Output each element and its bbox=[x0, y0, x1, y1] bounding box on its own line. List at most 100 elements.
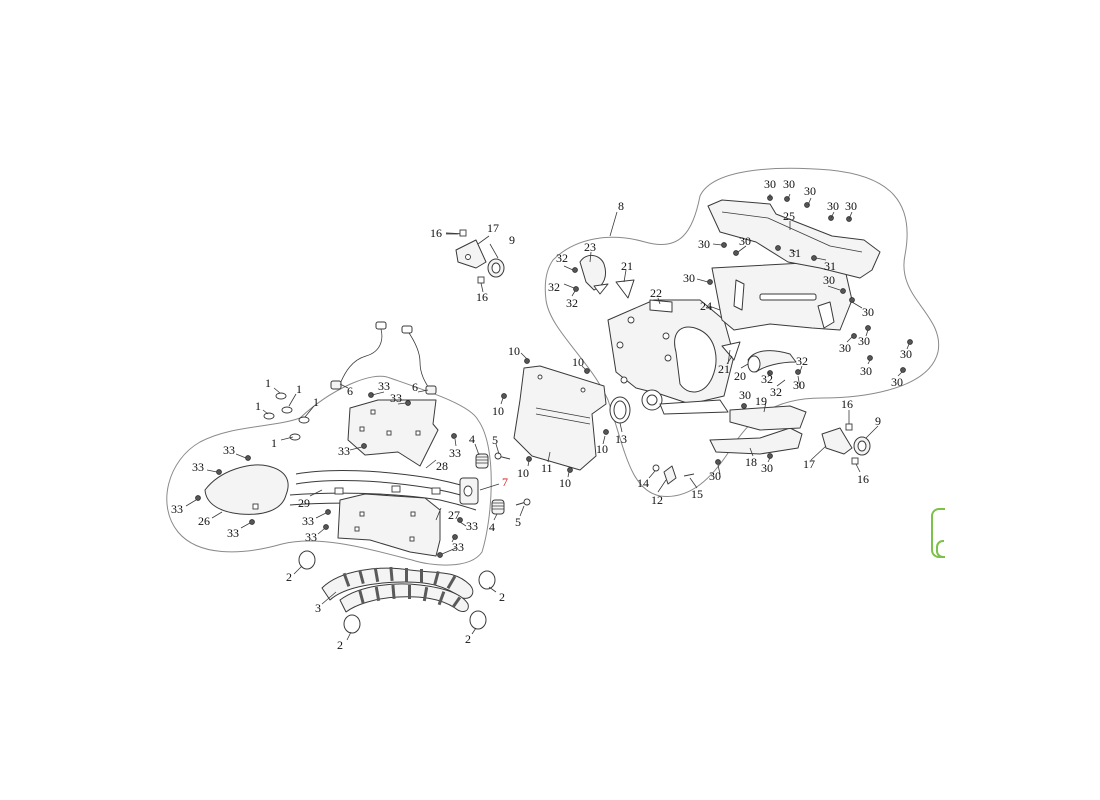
callout-18: 18 bbox=[745, 455, 757, 469]
callout-2d: 2 bbox=[465, 632, 471, 646]
callout-16c: 16 bbox=[841, 397, 853, 411]
callout-29: 29 bbox=[298, 496, 310, 510]
callout-32e: 32 bbox=[761, 372, 773, 386]
callout-32b: 32 bbox=[548, 280, 560, 294]
side-panel-tab[interactable] bbox=[931, 508, 945, 558]
lower-guard-18 bbox=[709, 427, 803, 455]
callout-8: 8 bbox=[618, 199, 624, 213]
callout-25: 25 bbox=[783, 209, 795, 223]
callout-30p: 30 bbox=[793, 378, 805, 392]
callout-7: 7 bbox=[502, 475, 508, 489]
right-bracket-16-17 bbox=[821, 423, 871, 465]
callout-30n: 30 bbox=[900, 347, 912, 361]
callout-21a: 21 bbox=[621, 259, 633, 273]
heat-plate-11 bbox=[513, 365, 607, 471]
callout-32a: 32 bbox=[556, 251, 568, 265]
callout-32c: 32 bbox=[566, 296, 578, 310]
exhaust-flange-23 bbox=[579, 255, 609, 295]
callout-33f: 33 bbox=[192, 460, 204, 474]
callout-1b: 1 bbox=[296, 382, 302, 396]
callout-6b: 6 bbox=[412, 380, 418, 394]
callout-33l: 33 bbox=[452, 540, 464, 554]
muffler-body bbox=[607, 299, 735, 415]
callout-30j: 30 bbox=[862, 305, 874, 319]
callout-32f: 32 bbox=[770, 385, 782, 399]
bracket-22 bbox=[649, 299, 673, 313]
callout-labels: 1 1 1 1 1 2 2 2 2 3 4 4 5 5 6 6 7 8 9 9 … bbox=[171, 177, 912, 652]
callout-9a: 9 bbox=[509, 233, 515, 247]
callout-1a: 1 bbox=[265, 376, 271, 390]
callout-23: 23 bbox=[584, 240, 596, 254]
callout-30b: 30 bbox=[783, 177, 795, 191]
callout-30e: 30 bbox=[845, 199, 857, 213]
bolts-33 bbox=[195, 392, 463, 558]
callout-4a: 4 bbox=[469, 432, 475, 446]
callout-22: 22 bbox=[650, 286, 662, 300]
callout-33d: 33 bbox=[449, 446, 461, 460]
callout-31a: 31 bbox=[789, 246, 801, 260]
callout-30i: 30 bbox=[823, 273, 835, 287]
oxygen-sensor-right bbox=[401, 325, 437, 395]
oxygen-sensor-left bbox=[330, 321, 387, 390]
callout-2c: 2 bbox=[337, 638, 343, 652]
callout-31b: 31 bbox=[824, 259, 836, 273]
heat-shield-upper bbox=[347, 399, 439, 467]
leader-lines bbox=[185, 193, 910, 641]
callout-19: 19 bbox=[755, 394, 767, 408]
callout-33c: 33 bbox=[338, 444, 350, 458]
callout-33j: 33 bbox=[305, 530, 317, 544]
callout-33a: 33 bbox=[378, 379, 390, 393]
outlet-elbow-20 bbox=[747, 350, 797, 373]
bolts-31-32 bbox=[572, 245, 817, 376]
clamp-screws-5 bbox=[494, 452, 531, 506]
callout-33k: 33 bbox=[466, 519, 478, 533]
callout-3: 3 bbox=[315, 601, 321, 615]
gasket-13 bbox=[609, 396, 631, 424]
rubber-mount-9 bbox=[487, 258, 505, 278]
callout-30o: 30 bbox=[891, 375, 903, 389]
callout-33h: 33 bbox=[227, 526, 239, 540]
callout-10a: 10 bbox=[508, 344, 520, 358]
callout-30q: 30 bbox=[739, 388, 751, 402]
callout-30f: 30 bbox=[698, 237, 710, 251]
pipe-clamps-2 bbox=[298, 550, 496, 634]
callout-30a: 30 bbox=[764, 177, 776, 191]
callout-33i: 33 bbox=[302, 514, 314, 528]
gaskets-21 bbox=[615, 279, 741, 361]
top-cover-25 bbox=[707, 199, 881, 279]
callout-30h: 30 bbox=[683, 271, 695, 285]
side-heat-shield bbox=[204, 464, 289, 515]
callout-30d: 30 bbox=[827, 199, 839, 213]
heat-shield-lower bbox=[337, 493, 441, 557]
callout-30s: 30 bbox=[709, 469, 721, 483]
callout-20: 20 bbox=[734, 369, 746, 383]
side-panel-tab-icon bbox=[936, 540, 944, 558]
callout-10f: 10 bbox=[559, 476, 571, 490]
nut-washer-12-14-15 bbox=[652, 464, 695, 485]
lower-guard-19 bbox=[729, 405, 807, 431]
callout-30c: 30 bbox=[804, 184, 816, 198]
rear-cover-24 bbox=[711, 261, 853, 331]
callout-30m: 30 bbox=[860, 364, 872, 378]
callout-33b: 33 bbox=[390, 391, 402, 405]
callout-10c: 10 bbox=[492, 404, 504, 418]
callout-1c: 1 bbox=[255, 399, 261, 413]
callout-30g: 30 bbox=[739, 234, 751, 248]
small-bracket-16-17 bbox=[445, 229, 487, 284]
callout-14: 14 bbox=[637, 476, 649, 490]
callout-6a: 6 bbox=[347, 384, 353, 398]
callout-21b: 21 bbox=[718, 362, 730, 376]
callout-33e: 33 bbox=[223, 443, 235, 457]
callout-10d: 10 bbox=[596, 442, 608, 456]
callout-30k: 30 bbox=[858, 334, 870, 348]
callout-4b: 4 bbox=[489, 520, 495, 534]
callout-16d: 16 bbox=[857, 472, 869, 486]
callout-26: 26 bbox=[198, 514, 210, 528]
callout-5b: 5 bbox=[515, 515, 521, 529]
callout-1d: 1 bbox=[313, 395, 319, 409]
callout-30l: 30 bbox=[839, 341, 851, 355]
callout-1e: 1 bbox=[271, 436, 277, 450]
callout-10e: 10 bbox=[517, 466, 529, 480]
callout-2a: 2 bbox=[286, 570, 292, 584]
